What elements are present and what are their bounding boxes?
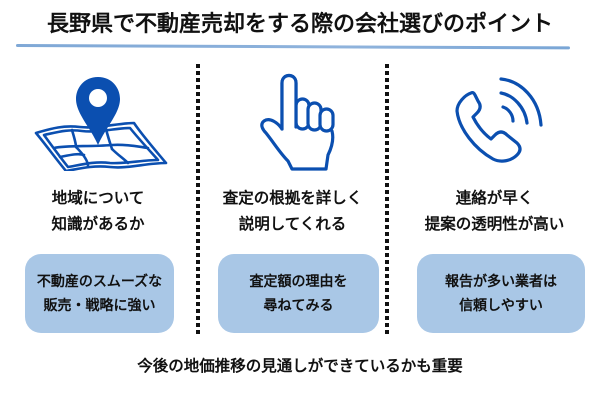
map-pin-icon xyxy=(0,66,196,176)
point-column-fast-contact: 連絡が早く 提案の透明性が高い 報告が多い業者は 信頼しやすい xyxy=(389,60,600,340)
tip-line: 不動産のスムーズな xyxy=(36,273,163,290)
tip-line: 信頼しやすい xyxy=(459,297,543,314)
heading-line: 査定の根拠を詳しく xyxy=(222,189,363,207)
tip-box: 不動産のスムーズな 販売・戦略に強い xyxy=(25,254,174,333)
tip-line: 報告が多い業者は xyxy=(445,273,557,290)
heading-line: 地域について xyxy=(51,189,145,207)
phone-ringing-icon xyxy=(389,66,600,176)
pointing-hand-icon xyxy=(200,66,385,176)
heading-line: 提案の透明性が高い xyxy=(424,215,565,233)
point-column-local-knowledge: 地域について 知識があるか 不動産のスムーズな 販売・戦略に強い xyxy=(0,60,196,340)
heading-line: 知識があるか xyxy=(51,215,145,233)
point-column-appraisal-basis: 査定の根拠を詳しく 説明してくれる 査定額の理由を 尋ねてみる xyxy=(200,60,385,340)
point-heading: 査定の根拠を詳しく 説明してくれる xyxy=(200,185,385,237)
point-heading: 地域について 知識があるか xyxy=(0,185,196,237)
dotted-divider xyxy=(385,64,389,336)
tip-box: 査定額の理由を 尋ねてみる xyxy=(218,254,379,333)
footer-note: 今後の地価推移の見通しができているかも重要 xyxy=(137,357,463,375)
heading-line: 連絡が早く xyxy=(455,189,534,207)
point-heading: 連絡が早く 提案の透明性が高い xyxy=(389,185,600,237)
tip-line: 尋ねてみる xyxy=(263,297,334,314)
heading-line: 説明してくれる xyxy=(238,215,347,233)
tip-box: 報告が多い業者は 信頼しやすい xyxy=(417,254,585,333)
page-title: 長野県で不動産売却をする際の会社選びのポイント xyxy=(46,12,553,37)
dotted-divider xyxy=(196,64,200,336)
tip-line: 販売・戦略に強い xyxy=(43,297,156,314)
tip-line: 査定額の理由を xyxy=(249,273,348,290)
title-underline xyxy=(15,44,571,50)
